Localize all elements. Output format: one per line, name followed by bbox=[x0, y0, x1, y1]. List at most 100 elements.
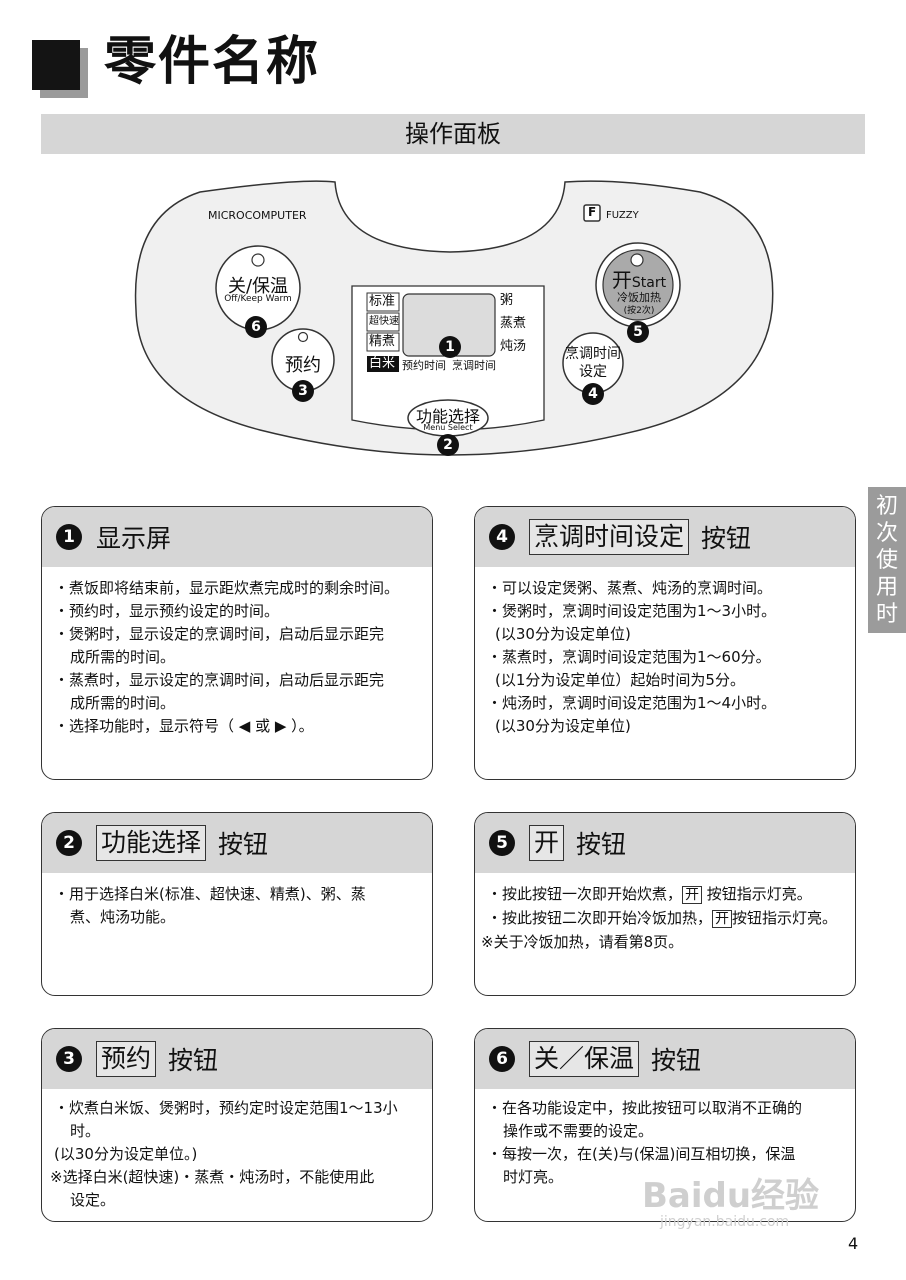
inline-start-box: 开 bbox=[682, 886, 703, 904]
card-line: ・预约时，显示预约设定的时间。 bbox=[54, 602, 280, 620]
card-line: ・蒸煮时，烹调时间设定范围为1～60分。 bbox=[487, 648, 771, 666]
card-text: 按钮指示灯亮。 bbox=[732, 909, 838, 927]
card-line: (以30分为设定单位) bbox=[495, 717, 631, 735]
card-line: 时灯亮。 bbox=[503, 1168, 564, 1186]
card-number: 5 bbox=[489, 830, 515, 856]
display-label-fine: 精煮 bbox=[369, 334, 396, 349]
menu-button-sublabel: Menu Select bbox=[423, 423, 473, 432]
side-tab-char: 使 bbox=[875, 547, 898, 573]
card-body: ・用于选择白米(标准、超快速、精煮)、粥、蒸 煮、炖汤功能。 bbox=[42, 873, 432, 929]
callout-1: 1 bbox=[439, 336, 461, 358]
card-timer: 3 预约 按钮 ・炊煮白米饭、煲粥时，预约定时设定范围1～13小 时。 (以30… bbox=[41, 1028, 433, 1222]
card-line: 成所需的时间。 bbox=[70, 648, 176, 666]
card-line: ・蒸煮时，显示设定的烹调时间，启动后显示距完 bbox=[54, 671, 385, 689]
brand-microcomputer: MICROCOMPUTER bbox=[208, 209, 307, 222]
display-label-standard: 标准 bbox=[369, 294, 396, 309]
card-text: 按钮指示灯亮。 bbox=[702, 885, 812, 903]
card-title: 显示屏 bbox=[96, 524, 172, 553]
card-number: 1 bbox=[56, 524, 82, 550]
card-header: 6 关／保温 按钮 bbox=[475, 1029, 855, 1089]
card-body: ・炊煮白米饭、煲粥时，预约定时设定范围1～13小 时。 (以30分为设定单位。)… bbox=[42, 1089, 432, 1212]
card-body: ・在各功能设定中，按此按钮可以取消不正确的 操作或不需要的设定。 ・每按一次，在… bbox=[475, 1089, 855, 1189]
card-text: ・按此按钮一次即开始炊煮， bbox=[487, 885, 683, 903]
card-text: ・按此按钮二次即开始冷饭加热， bbox=[487, 909, 713, 927]
cooktime-line2: 设定 bbox=[579, 364, 607, 380]
card-line: ・可以设定煲粥、蒸煮、炖汤的烹调时间。 bbox=[487, 579, 773, 597]
card-title-suffix: 按钮 bbox=[701, 524, 752, 553]
card-line: (以30分为设定单位) bbox=[495, 625, 631, 643]
cooktime-line1: 烹调时间 bbox=[565, 346, 621, 362]
card-line: ・按此按钮一次即开始炊煮，开 按钮指示灯亮。 bbox=[487, 883, 845, 907]
card-line: ・每按一次，在(关)与(保温)间互相切换，保温 bbox=[487, 1145, 796, 1163]
start-button-sub1: 冷饭加热 bbox=[617, 291, 661, 304]
side-tab-first-use[interactable]: 初 次 使 用 时 bbox=[868, 487, 906, 633]
card-title-suffix: 按钮 bbox=[651, 1046, 702, 1075]
card-header: 4 烹调时间设定 按钮 bbox=[475, 507, 855, 567]
start-button-sub2: (按2次) bbox=[623, 306, 655, 316]
timer-button-label[interactable]: 预约 bbox=[285, 355, 321, 376]
display-label-porridge: 粥 bbox=[500, 293, 514, 308]
card-line: ・煲粥时，显示设定的烹调时间，启动后显示距完 bbox=[54, 625, 385, 643]
card-line: ※关于冷饭加热，请看第8页。 bbox=[481, 933, 684, 951]
off-button-sublabel: Off/Keep Warm bbox=[224, 294, 292, 304]
card-off-keep-warm: 6 关／保温 按钮 ・在各功能设定中，按此按钮可以取消不正确的 操作或不需要的设… bbox=[474, 1028, 856, 1222]
card-body: ・煮饭即将结束前，显示距炊煮完成时的剩余时间。 ・预约时，显示预约设定的时间。 … bbox=[42, 567, 432, 738]
card-title: 烹调时间设定 bbox=[529, 519, 690, 555]
card-start: 5 开 按钮 ・按此按钮一次即开始炊煮，开 按钮指示灯亮。 ・按此按钮二次即开始… bbox=[474, 812, 856, 996]
inline-start-box: 开 bbox=[712, 910, 733, 928]
callout-5: 5 bbox=[627, 321, 649, 343]
card-line: ・按此按钮二次即开始冷饭加热，开按钮指示灯亮。 bbox=[487, 907, 845, 931]
card-line: ・用于选择白米(标准、超快速、精煮)、粥、蒸 bbox=[54, 885, 366, 903]
card-header: 2 功能选择 按钮 bbox=[42, 813, 432, 873]
menu-button-label[interactable]: 功能选择 bbox=[415, 407, 480, 426]
watermark-logo: Baidu经验 bbox=[642, 1176, 820, 1216]
card-header: 5 开 按钮 bbox=[475, 813, 855, 873]
card-line: ・炖汤时，烹调时间设定范围为1～4小时。 bbox=[487, 694, 777, 712]
white-rice-tab bbox=[367, 356, 399, 372]
card-line: ※选择白米(超快速)・蒸煮・炖汤时，不能使用此 bbox=[50, 1168, 375, 1186]
card-title: 关／保温 bbox=[529, 1041, 640, 1077]
start-button-main-en: Start bbox=[631, 275, 667, 291]
card-title: 开 bbox=[529, 825, 565, 861]
side-tab-char: 时 bbox=[875, 601, 898, 627]
fuzzy-logo-box bbox=[583, 204, 601, 222]
card-header: 1 显示屏 bbox=[42, 507, 432, 567]
display-label-quick: 超快速 bbox=[369, 316, 399, 327]
card-line: ・炊煮白米饭、煲粥时，预约定时设定范围1～13小 bbox=[54, 1099, 398, 1117]
card-title-suffix: 按钮 bbox=[218, 830, 269, 859]
card-line: (以30分为设定单位。) bbox=[54, 1145, 198, 1163]
display-label-steam: 蒸煮 bbox=[500, 316, 527, 331]
brand-fuzzy: FUZZY bbox=[606, 210, 639, 221]
start-button-main: 开 bbox=[611, 268, 632, 292]
card-title: 预约 bbox=[96, 1041, 157, 1077]
watermark-url: jingyan.baidu.com bbox=[660, 1214, 790, 1230]
card-number: 4 bbox=[489, 524, 515, 550]
off-button-label[interactable]: 关/保温 bbox=[227, 276, 289, 297]
card-line: 时。 bbox=[70, 1122, 101, 1140]
start-button-label[interactable]: 开Start bbox=[606, 264, 672, 293]
card-line: ・煲粥时，烹调时间设定范围为1～3小时。 bbox=[487, 602, 777, 620]
start-indicator-lamp bbox=[630, 253, 644, 267]
callout-6: 6 bbox=[245, 316, 267, 338]
card-title-suffix: 按钮 bbox=[168, 1046, 219, 1075]
display-label-cook-time: 烹调时间 bbox=[452, 359, 496, 372]
callout-2: 2 bbox=[437, 434, 459, 456]
card-line: ・选择功能时，显示符号（ ◀ 或 ▶ ）。 bbox=[54, 717, 314, 735]
card-body: ・可以设定煲粥、蒸煮、炖汤的烹调时间。 ・煲粥时，烹调时间设定范围为1～3小时。… bbox=[475, 567, 855, 738]
card-line: 操作或不需要的设定。 bbox=[503, 1122, 654, 1140]
card-title: 功能选择 bbox=[96, 825, 207, 861]
page-number: 4 bbox=[848, 1234, 859, 1253]
card-number: 6 bbox=[489, 1046, 515, 1072]
side-tab-char: 次 bbox=[875, 520, 898, 546]
card-line: ・煮饭即将结束前，显示距炊煮完成时的剩余时间。 bbox=[54, 579, 400, 597]
start-button-inner bbox=[602, 249, 674, 321]
display-label-white-rice: 白米 bbox=[369, 356, 396, 371]
title-block bbox=[32, 40, 80, 90]
card-line: (以1分为设定单位）起始时间为5分。 bbox=[495, 671, 745, 689]
cooktime-button-label[interactable]: 烹调时间 设定 bbox=[563, 345, 623, 381]
card-cook-time: 4 烹调时间设定 按钮 ・可以设定煲粥、蒸煮、炖汤的烹调时间。 ・煲粥时，烹调时… bbox=[474, 506, 856, 780]
card-line: 成所需的时间。 bbox=[70, 694, 176, 712]
page-title: 零件名称 bbox=[104, 32, 321, 92]
fuzzy-logo-icon: F bbox=[588, 205, 597, 219]
callout-4: 4 bbox=[582, 383, 604, 405]
